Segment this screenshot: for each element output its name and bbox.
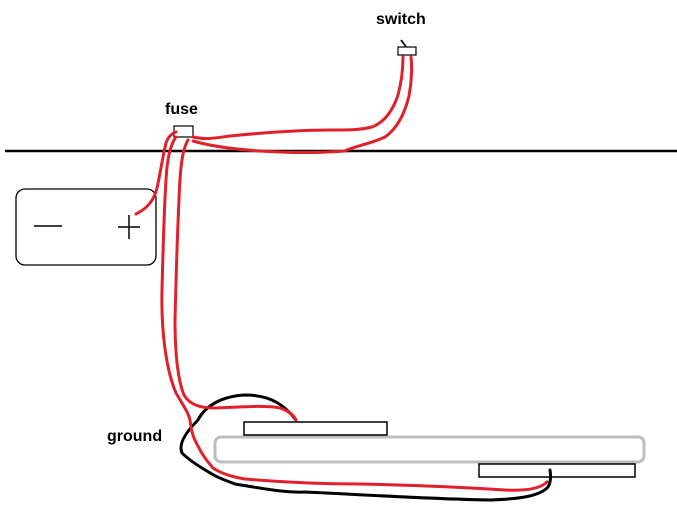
wire-fuse-to-frame-outer xyxy=(160,135,549,492)
switch-label: switch xyxy=(376,11,426,28)
wire-fuse-to-switch-b xyxy=(191,55,414,154)
wire-battery-to-fuse xyxy=(134,130,178,216)
switch xyxy=(397,39,417,56)
wire-fuse-to-frame-inner xyxy=(173,138,298,422)
frame-rail xyxy=(213,435,646,464)
wire-fuse-to-switch-a xyxy=(191,55,405,141)
battery-body xyxy=(15,188,157,266)
ground-label: ground xyxy=(107,428,163,445)
mounting-plate-lower xyxy=(478,463,636,478)
mounting-plate-upper xyxy=(243,421,388,436)
switch-box xyxy=(397,46,417,56)
fuse-label: fuse xyxy=(165,101,198,118)
battery xyxy=(15,188,157,266)
